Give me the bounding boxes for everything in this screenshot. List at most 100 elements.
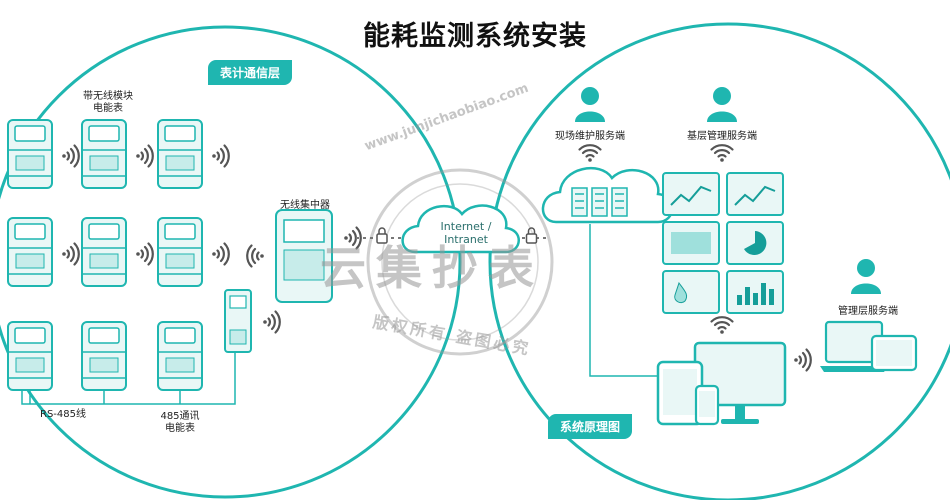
base-service-person-icon	[707, 87, 737, 122]
wifi-arc	[798, 355, 802, 365]
meter-display	[14, 223, 46, 240]
field-service-label: 现场维护服务端	[555, 131, 625, 142]
network-cloud-line2: Intranet	[444, 233, 488, 246]
mgmt-service-label: 管理层服务端	[838, 306, 898, 317]
rs485-meter-line2: 电能表	[165, 423, 195, 434]
wifi-arc	[147, 144, 154, 168]
wifi-arc	[66, 249, 70, 259]
wifi-arc	[140, 151, 144, 161]
wifi-arc	[223, 242, 230, 266]
network-cloud-label: Internet / Intranet	[441, 220, 492, 246]
meter-r2-c1	[7, 217, 53, 287]
meter-display	[14, 125, 46, 142]
meter-panel	[165, 253, 195, 269]
wifi-arc	[348, 233, 352, 243]
wifi-dot	[62, 154, 66, 158]
wifi-arc	[713, 321, 731, 327]
wifi-dot	[136, 252, 140, 256]
tile-frame	[726, 270, 784, 314]
meter-comm-layer-badge: 表计通信层	[208, 60, 293, 85]
meter-panel	[165, 155, 195, 171]
right-secure-link	[515, 227, 548, 244]
wifi-arc	[270, 313, 276, 331]
wifi-arc	[223, 144, 230, 168]
concentrator-right-wifi-icon	[344, 226, 362, 250]
wireless-module-meter-line1: 带无线模块	[83, 91, 133, 102]
dashboard-wifi-icon	[710, 316, 734, 334]
tile-panel	[671, 232, 711, 254]
internet-cloud-icon	[401, 204, 520, 254]
server-to-devices-line	[589, 224, 660, 377]
meter-panel	[15, 155, 45, 171]
wifi-arc	[801, 351, 807, 369]
meter-r2-c2	[81, 217, 127, 287]
person-body	[707, 111, 737, 122]
tile-frame	[662, 172, 720, 216]
lock-shackle	[527, 227, 536, 234]
concentrator-left-wifi-icon	[246, 244, 264, 268]
tile-line-chart	[670, 185, 712, 206]
wifi-arc	[69, 147, 75, 165]
meter-display	[14, 327, 46, 344]
wifi-arc	[216, 249, 220, 259]
wifi-arc	[717, 326, 727, 330]
wifi-dot	[588, 158, 592, 162]
wifi-arc	[140, 249, 144, 259]
tile-frame	[662, 270, 720, 314]
wifi-arc	[274, 310, 281, 334]
meter-r1-c2-wifi-icon	[136, 144, 154, 168]
wifi-arc	[219, 147, 225, 165]
tile-pie-chart	[744, 231, 767, 255]
wifi-arc	[216, 151, 220, 161]
mgmt-tablet-screen	[876, 340, 912, 366]
wifi-arc	[710, 316, 734, 323]
meter-panel	[89, 155, 119, 171]
wifi-arc	[581, 149, 599, 155]
meter-display	[164, 223, 196, 240]
wifi-arc	[585, 154, 595, 158]
wifi-arc	[219, 245, 225, 263]
dashboard-tile-2	[726, 172, 784, 216]
wifi-dot	[260, 254, 264, 258]
monitor-stand	[721, 419, 759, 424]
tablet-screen	[663, 369, 697, 415]
wifi-arc	[251, 247, 257, 265]
wireless-module-meter-line2: 电能表	[93, 103, 123, 114]
lock-icon	[376, 233, 388, 244]
devices-wifi-icon	[794, 348, 812, 372]
person-head	[581, 87, 599, 105]
mgmt-service-person-icon	[851, 259, 881, 294]
meter-r2-c3-wifi-icon	[212, 242, 230, 266]
tile-bar	[737, 295, 742, 305]
person-body	[575, 111, 605, 122]
meter-r2-c2-wifi-icon	[136, 242, 154, 266]
wifi-arc	[355, 226, 362, 250]
wifi-arc	[351, 229, 357, 247]
meter-panel	[89, 253, 119, 269]
meter-r2-c3	[157, 217, 203, 287]
wifi-arc	[73, 144, 80, 168]
wifi-arc	[256, 251, 260, 261]
wireless-concentrator-icon	[275, 209, 333, 303]
wifi-arc	[66, 151, 70, 161]
meter-display	[88, 223, 120, 240]
meter-r3-c2	[81, 321, 127, 391]
meter-panel	[165, 357, 195, 373]
tile-bar	[745, 287, 750, 305]
meter-r3-c1	[7, 321, 53, 391]
base-service-label: 基层管理服务端	[687, 131, 757, 142]
wifi-arc	[143, 245, 149, 263]
tile-bar	[761, 283, 766, 305]
wifi-arc	[710, 144, 734, 151]
meter-display	[164, 327, 196, 344]
wifi-dot	[263, 320, 267, 324]
wifi-arc	[713, 149, 731, 155]
rs485-meter-line1: 485通讯	[160, 411, 200, 422]
wifi-arc	[246, 244, 253, 268]
concentrator-display	[283, 219, 325, 243]
meter-r3-c3	[157, 321, 203, 391]
wifi-dot	[720, 330, 724, 334]
wifi-dot	[794, 358, 798, 362]
